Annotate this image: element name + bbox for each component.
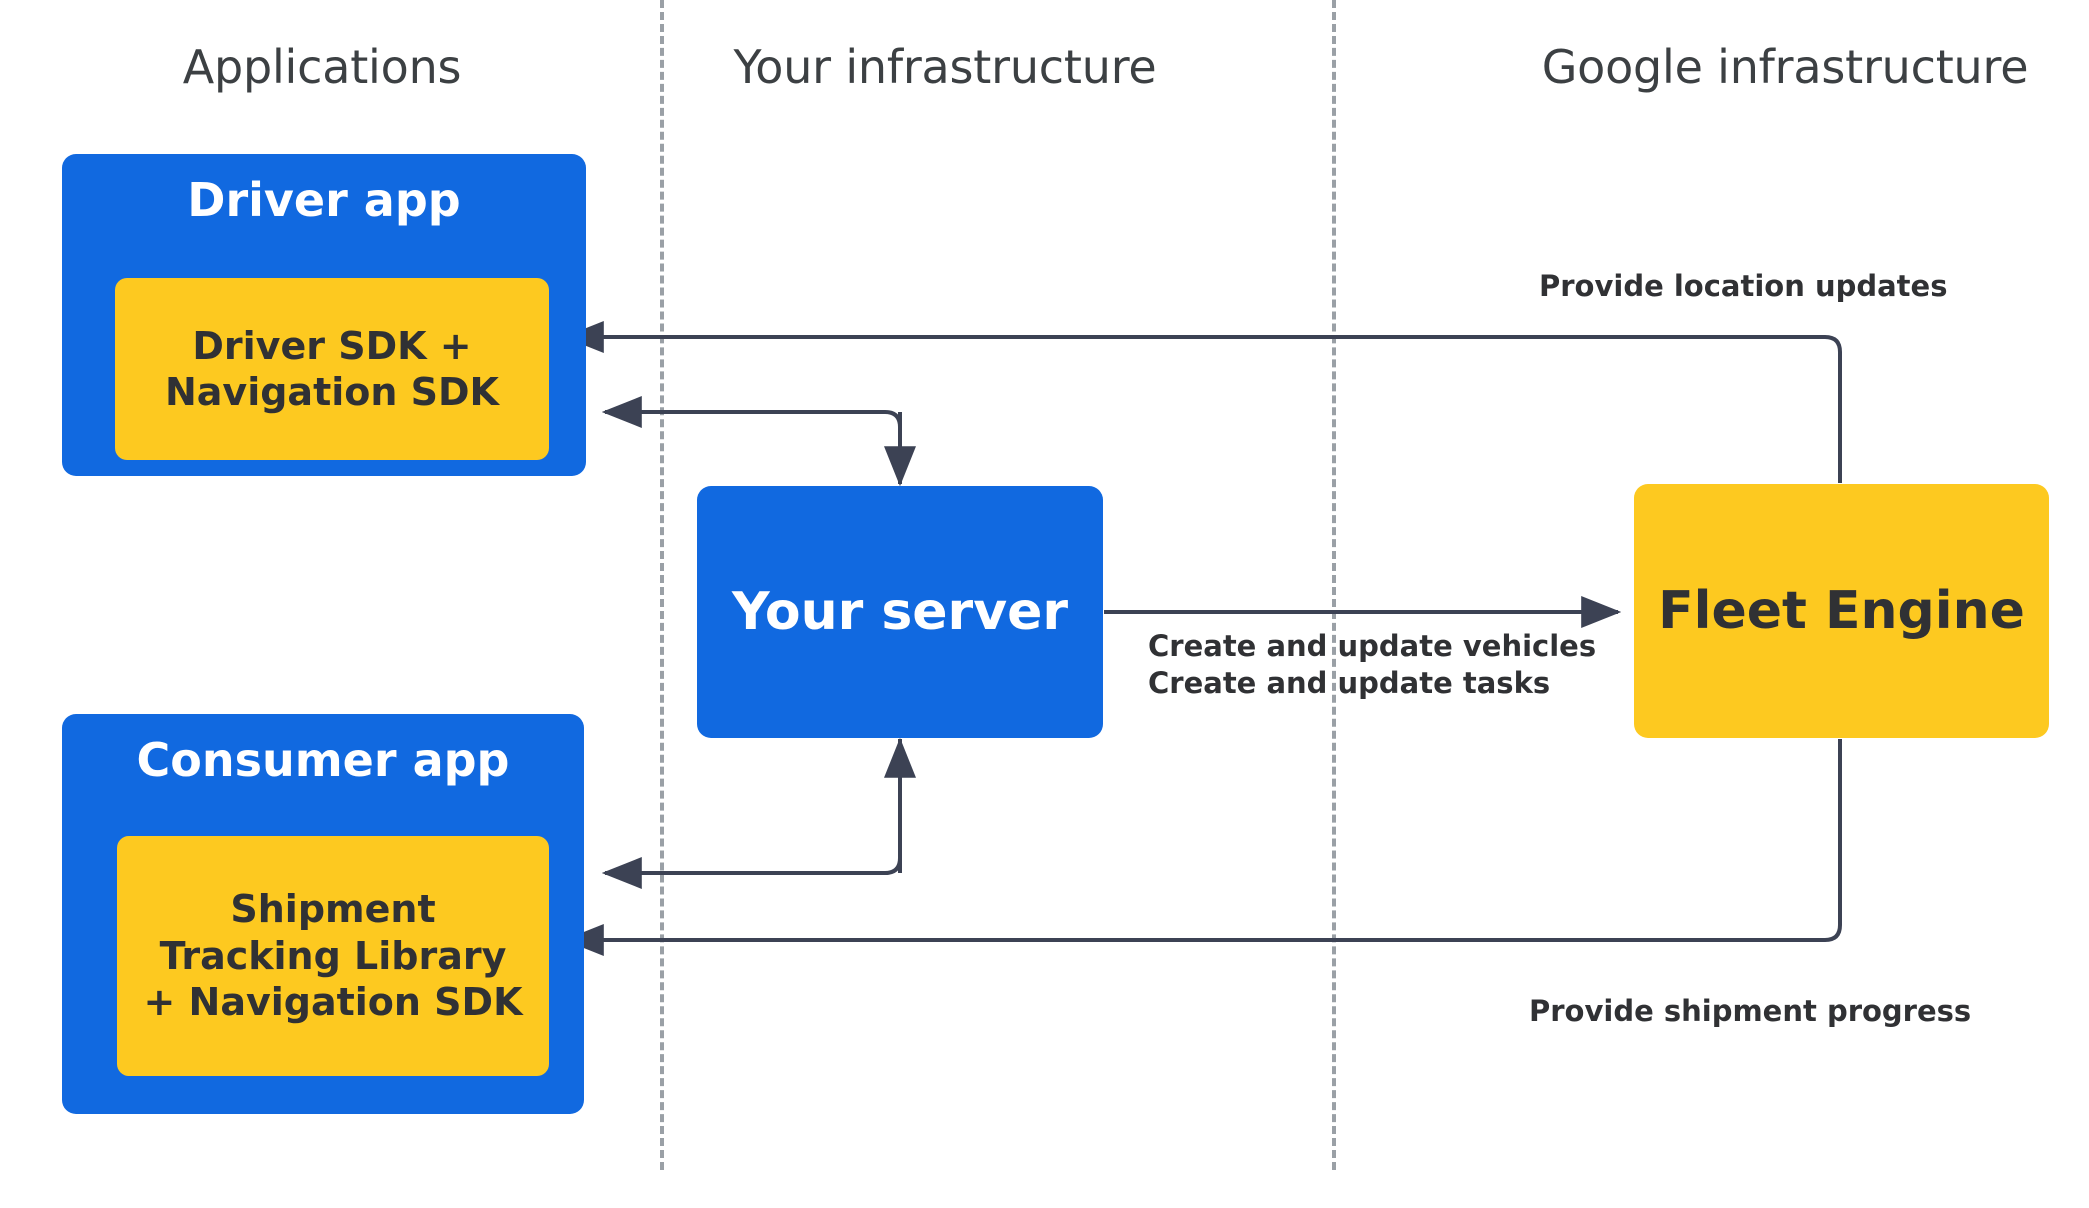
edge-fleet-engine-to-shipment-tracking-library: [563, 739, 1842, 956]
driver-sdk-line-1: Driver SDK +: [192, 323, 472, 368]
divider-infrastructure-google: [1332, 0, 1336, 1170]
fleet-engine-label: Fleet Engine: [1658, 581, 2025, 641]
consumer-sdk-line-1: Shipment: [230, 887, 436, 932]
edge-fleet-engine-to-driver-sdk: [563, 321, 1842, 483]
edge-label-create-update-tasks: Create and update tasks: [1148, 666, 1551, 701]
edge-label-create-and-update: Create and update vehicles Create and up…: [1148, 628, 1596, 702]
node-fleet-engine[interactable]: Fleet Engine: [1634, 484, 2049, 738]
edge-your-server-to-consumer-app: [601, 739, 902, 889]
node-consumer-app[interactable]: Consumer app Shipment Tracking Library +…: [62, 714, 584, 1114]
consumer-app-title: Consumer app: [136, 733, 510, 787]
consumer-sdk-line-2: Tracking Library: [159, 933, 507, 978]
consumer-sdk-line-3: + Navigation SDK: [143, 980, 523, 1025]
node-driver-sdk[interactable]: Driver SDK + Navigation SDK: [115, 278, 549, 460]
your-server-label: Your server: [731, 582, 1069, 642]
node-shipment-tracking-library[interactable]: Shipment Tracking Library + Navigation S…: [117, 836, 549, 1076]
node-your-server[interactable]: Your server: [697, 486, 1103, 738]
edge-label-provide-location-updates: Provide location updates: [1539, 269, 1948, 303]
driver-sdk-text: Driver SDK + Navigation SDK: [165, 323, 499, 416]
node-driver-app[interactable]: Driver app Driver SDK + Navigation SDK: [62, 154, 586, 476]
driver-app-title: Driver app: [187, 173, 461, 227]
edge-label-provide-shipment-progress: Provide shipment progress: [1529, 994, 1972, 1028]
divider-applications-infrastructure: [660, 0, 664, 1170]
driver-sdk-line-2: Navigation SDK: [164, 370, 500, 414]
consumer-sdk-text: Shipment Tracking Library + Navigation S…: [143, 886, 522, 1025]
column-title-applications: Applications: [182, 40, 462, 94]
column-title-your-infrastructure: Your infrastructure: [733, 40, 1157, 94]
column-title-google-infrastructure: Google infrastructure: [1541, 40, 2029, 94]
edge-your-server-to-driver-app: [601, 396, 902, 484]
edge-label-create-update-vehicles: Create and update vehicles: [1148, 629, 1597, 663]
